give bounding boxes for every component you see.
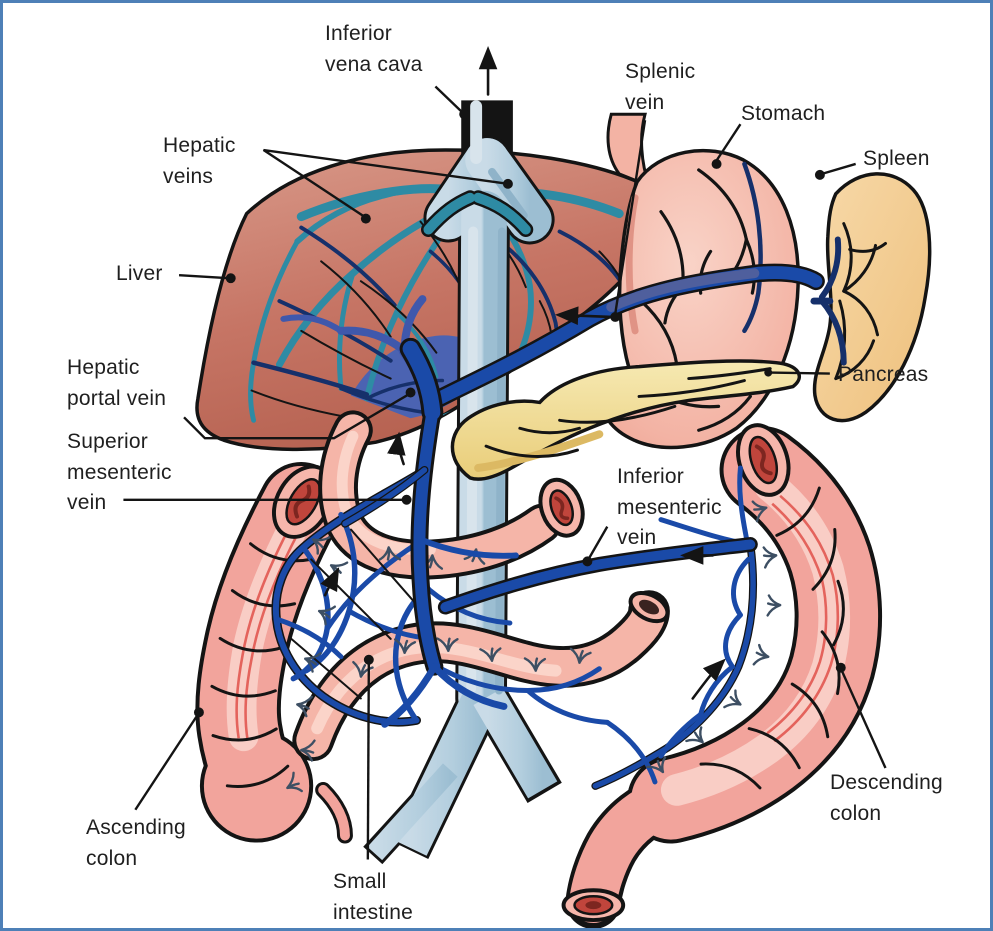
flow-arrows (320, 46, 726, 700)
rectum-cut-end (561, 888, 626, 923)
hepatic-vein-junction (420, 190, 534, 237)
leader-hepatic-portal-vein (183, 393, 410, 440)
leader-descending-colon (840, 670, 887, 769)
label-superior-mesenteric-vein: Superior mesenteric vein (67, 430, 172, 515)
descending-colon-shape (561, 423, 883, 928)
label-spleen: Spleen (863, 147, 930, 170)
descending-colon-cut-end (736, 423, 791, 497)
label-small-intestine: Small intestine (333, 870, 414, 924)
anatomy-illustration (123, 46, 932, 928)
label-stomach: Stomach (741, 102, 826, 125)
splenic-vein-vessel (426, 263, 825, 410)
arrow-up-portal (387, 431, 406, 466)
leader-inferior-mesenteric-vein (587, 526, 609, 560)
spleen-shape (810, 172, 932, 423)
label-liver: Liver (116, 262, 163, 285)
leader-small-intestine (366, 662, 371, 860)
leader-stomach (714, 123, 742, 163)
leader-splenic-vein (614, 120, 647, 315)
label-inferior-mesenteric-vein: Inferior mesenteric vein (617, 465, 722, 550)
duodenum-cut-end (538, 477, 585, 538)
leader-lines (123, 85, 887, 860)
label-pancreas: Pancreas (838, 363, 929, 386)
leader-spleen (821, 162, 857, 176)
label-hepatic-portal-vein: Hepatic portal vein (67, 356, 167, 410)
appendix-shape (318, 784, 350, 841)
arrow-up-smv (320, 567, 340, 597)
duodenum-shape (318, 410, 585, 580)
mesenteric-arcades (271, 463, 757, 790)
ascending-colon-shape (195, 462, 353, 844)
leader-pancreas (770, 371, 830, 375)
label-ascending-colon: Ascending colon (86, 816, 186, 870)
leader-dots (193, 109, 846, 718)
label-inferior-vena-cava: Inferior vena cava (325, 22, 423, 76)
portal-vein-trunks (341, 337, 758, 728)
small-intestine-cut-end (628, 591, 670, 624)
label-hepatic-veins: Hepatic veins (163, 134, 236, 188)
arrow-left-splenic (554, 306, 613, 325)
leader-inferior-vena-cava (434, 85, 464, 114)
label-descending-colon: Descending colon (830, 771, 943, 825)
label-splenic-vein: Splenic vein (625, 60, 696, 114)
leader-ascending-colon (134, 713, 199, 811)
pancreas-shape (450, 359, 801, 481)
leader-hepatic-veins (262, 148, 509, 219)
arrow-up-sigmoid (691, 658, 726, 700)
leader-liver (178, 274, 229, 280)
